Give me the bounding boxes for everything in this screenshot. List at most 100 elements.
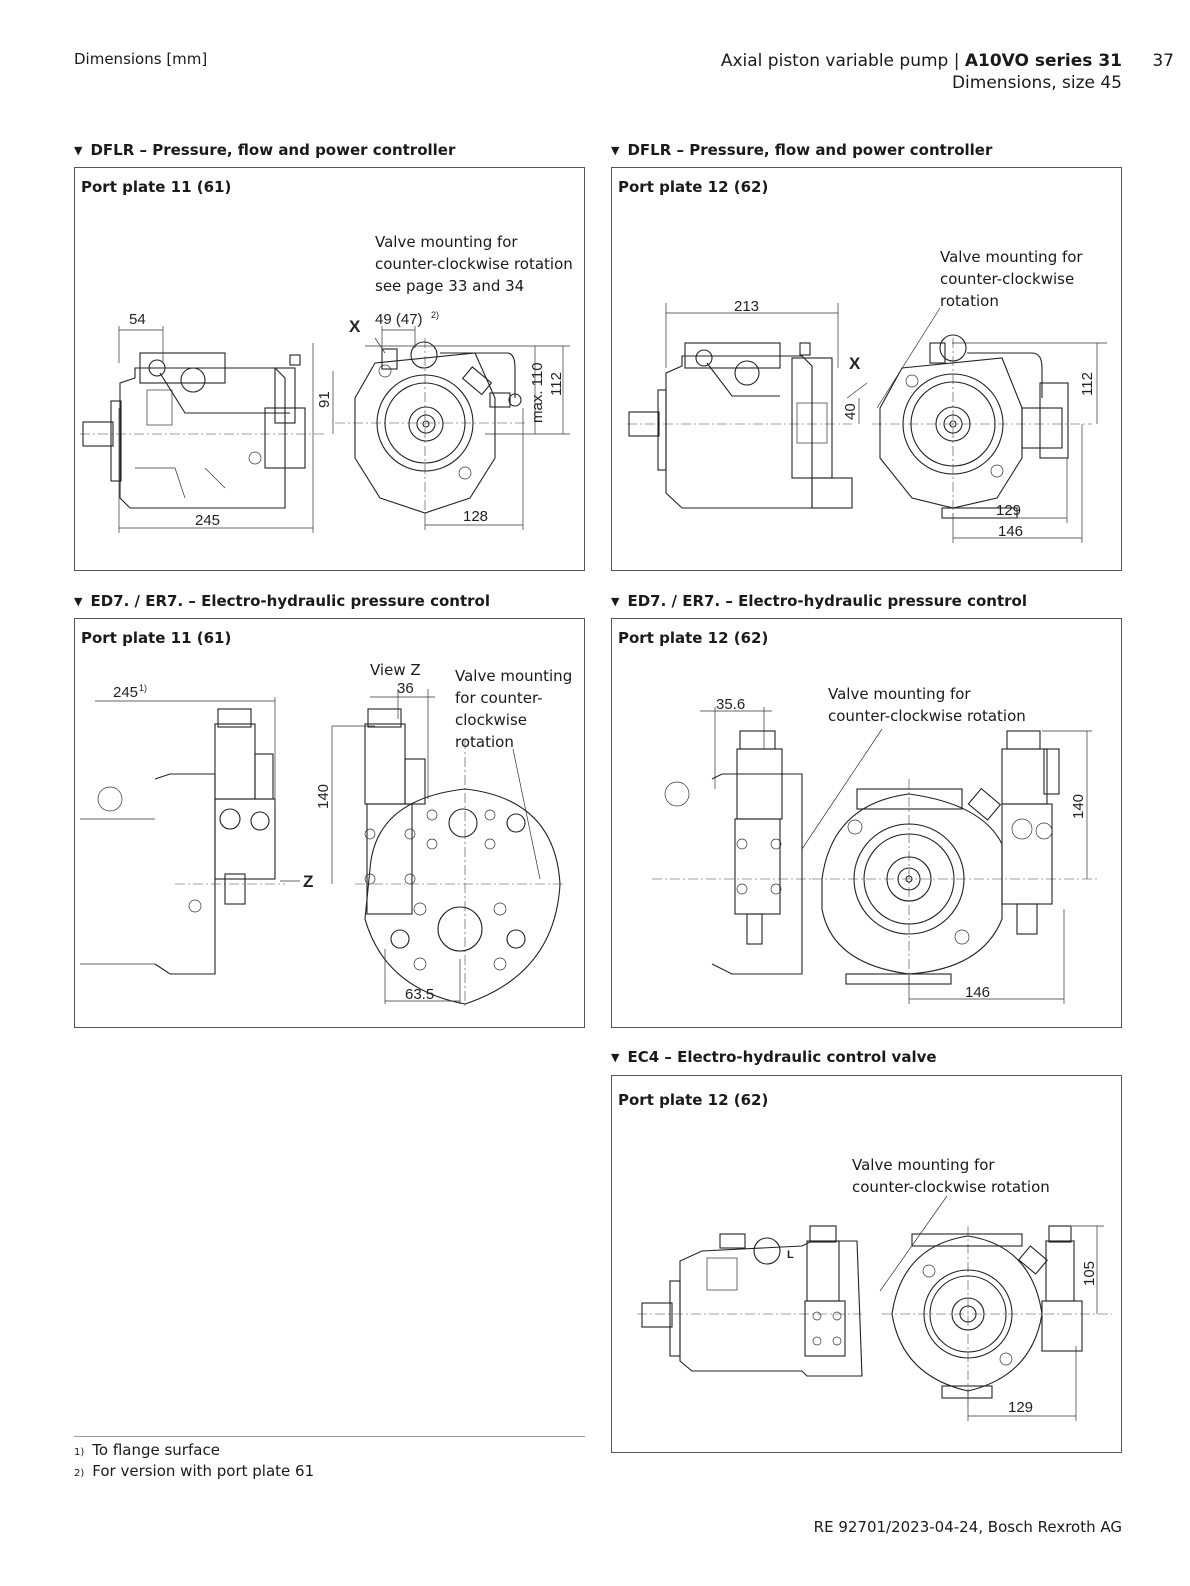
dim-129: 129 bbox=[1008, 1399, 1033, 1416]
dim-140: 140 bbox=[1070, 794, 1087, 819]
section-title-dflr-pp11: ▼ DFLR – Pressure, flow and power control… bbox=[74, 141, 455, 159]
note-line: for counter- bbox=[455, 689, 543, 707]
footnote-marker: 2) bbox=[74, 1468, 85, 1479]
dim-146: 146 bbox=[965, 984, 990, 1001]
section-title-ed7-pp11: ▼ED7. / ER7. – Electro-hydraulic pressur… bbox=[74, 592, 490, 610]
footnote-marker: 1) bbox=[74, 1447, 85, 1458]
valve-mounting-note: Valve mounting for counter-clockwise rot… bbox=[828, 683, 1026, 727]
section-title-dflr-pp12: ▼ DFLR – Pressure, flow and power control… bbox=[611, 141, 992, 159]
pump-side-view bbox=[80, 708, 285, 975]
valve-mounting-note: Valve mounting for counter-clockwise rot… bbox=[852, 1154, 1050, 1198]
header-section-label: Dimensions [mm] bbox=[74, 50, 208, 68]
footnote-1: 1) To flange surface bbox=[74, 1441, 220, 1459]
triangle-bullet-icon: ▼ bbox=[611, 595, 620, 608]
dim-54: 54 bbox=[129, 311, 146, 328]
pump-front-view bbox=[812, 730, 1097, 985]
note-line: Valve mounting for bbox=[375, 233, 518, 251]
pump-drawing-ed7-pp12: 35.6 140 146 bbox=[652, 696, 1097, 1004]
port-plate-label: Port plate 12 (62) bbox=[618, 1091, 769, 1109]
port-plate-label: Port plate 11 (61) bbox=[81, 178, 232, 196]
pump-front-view bbox=[355, 708, 565, 1009]
dim-128: 128 bbox=[463, 508, 488, 525]
pump-side-view: L bbox=[637, 1225, 863, 1377]
dim-91: 91 bbox=[316, 391, 333, 408]
valve-mounting-note: Valve mounting for counter- clockwise ro… bbox=[455, 665, 572, 753]
note-line: counter-clockwise rotation bbox=[852, 1178, 1050, 1196]
dim-112: 112 bbox=[1079, 372, 1096, 396]
pump-front-view bbox=[872, 334, 1092, 519]
triangle-bullet-icon: ▼ bbox=[74, 144, 83, 157]
dim-49-47: 49 (47) bbox=[375, 311, 423, 328]
section-title-text: DFLR – Pressure, flow and power controll… bbox=[627, 141, 993, 159]
header-title-block: Axial piston variable pump | A10VO serie… bbox=[720, 50, 1174, 94]
pump-drawing-ec4-pp12: L bbox=[637, 1195, 1112, 1421]
port-plate-label: Port plate 12 (62) bbox=[618, 178, 769, 196]
triangle-bullet-icon: ▼ bbox=[611, 144, 620, 157]
drawing-box-ed7-pp11: Port plate 11 (61) View Z Valve mounting… bbox=[74, 618, 585, 1028]
pump-side-view bbox=[80, 352, 325, 509]
footnote-text: To flange surface bbox=[92, 1441, 220, 1459]
dimension-lines bbox=[879, 1195, 1104, 1421]
pump-drawing-ed7-pp11: 245 1) 36 140 63.5 Z bbox=[80, 680, 565, 1009]
port-x-label: X bbox=[349, 317, 361, 336]
dim-245: 245 bbox=[195, 512, 220, 529]
header-subtitle: Dimensions, size 45 bbox=[951, 73, 1122, 93]
section-title-text: DFLR – Pressure, flow and power controll… bbox=[90, 141, 456, 159]
section-title-ed7-pp12: ▼ ED7. / ER7. – Electro-hydraulic pressur… bbox=[611, 592, 1027, 610]
dimension-lines bbox=[95, 689, 541, 1004]
dim-213: 213 bbox=[734, 298, 759, 315]
dim-140: 140 bbox=[315, 784, 332, 809]
valve-mounting-note: Valve mounting for counter-clockwise rot… bbox=[375, 231, 573, 297]
drawing-box-ed7-pp12: Port plate 12 (62) Valve mounting for co… bbox=[611, 618, 1122, 1028]
note-line: see page 33 and 34 bbox=[375, 277, 525, 295]
note-line: Valve mounting for bbox=[828, 685, 971, 703]
dim-40: 40 bbox=[842, 403, 859, 420]
pump-side-view bbox=[627, 342, 853, 509]
footnote-text: For version with port plate 61 bbox=[92, 1462, 315, 1480]
page-number: 37 bbox=[1152, 51, 1174, 71]
pump-side-view bbox=[652, 730, 812, 975]
dimension-lines bbox=[700, 707, 1092, 1004]
triangle-bullet-icon: ▼ bbox=[611, 1051, 620, 1064]
header-product-name: A10VO series 31 bbox=[964, 51, 1122, 71]
valve-mounting-note: Valve mounting for counter-clockwise rot… bbox=[940, 246, 1083, 312]
dimension-lines bbox=[118, 326, 570, 533]
port-plate-label: Port plate 12 (62) bbox=[618, 629, 769, 647]
port-x-label: X bbox=[849, 354, 861, 373]
dim-129: 129 bbox=[996, 502, 1021, 519]
note-line: counter-clockwise rotation bbox=[828, 707, 1026, 725]
triangle-bullet-icon: ▼ bbox=[74, 595, 83, 608]
dimension-lines bbox=[665, 303, 1107, 543]
pump-front-view bbox=[335, 338, 525, 514]
dim-105: 105 bbox=[1081, 1261, 1098, 1286]
drawing-box-dflr-pp12: Port plate 12 (62) Valve mounting for co… bbox=[611, 167, 1122, 571]
note-line: Valve mounting for bbox=[852, 1156, 995, 1174]
dim-footnote-ref: 1) bbox=[139, 683, 147, 693]
section-title-text: ED7. / ER7. – Electro-hydraulic pressure… bbox=[627, 592, 1027, 610]
dim-112: 112 bbox=[548, 372, 565, 396]
note-line: rotation bbox=[455, 733, 514, 751]
note-line: counter-clockwise rotation bbox=[375, 255, 573, 273]
view-z-label: View Z bbox=[370, 661, 421, 679]
pump-drawing-dflr-pp12: 213 X 40 112 129 146 bbox=[627, 298, 1107, 543]
footnote-2: 2) For version with port plate 61 bbox=[74, 1462, 314, 1480]
section-title-ec4-pp12: ▼ EC4 – Electro-hydraulic control valve bbox=[611, 1048, 937, 1066]
note-line: clockwise bbox=[455, 711, 528, 729]
pump-drawing-dflr-pp11: 54 X 49 (47) 2) 245 128 91 max. 110 112 bbox=[80, 310, 570, 533]
dim-max-110: max. 110 bbox=[529, 362, 546, 423]
port-plate-label: Port plate 11 (61) bbox=[81, 629, 232, 647]
section-title-text: EC4 – Electro-hydraulic control valve bbox=[627, 1048, 937, 1066]
port-l-label: L bbox=[787, 1249, 794, 1261]
dim-35-6: 35.6 bbox=[716, 696, 745, 713]
dim-146: 146 bbox=[998, 523, 1023, 540]
dim-63-5: 63.5 bbox=[405, 986, 434, 1003]
footnote-divider bbox=[74, 1436, 585, 1437]
header-title-prefix: Axial piston variable pump | bbox=[720, 51, 965, 71]
dim-245: 245 bbox=[113, 684, 138, 701]
drawing-box-ec4-pp12: Port plate 12 (62) Valve mounting for co… bbox=[611, 1075, 1122, 1453]
note-line: rotation bbox=[940, 292, 999, 310]
document-footer: RE 92701/2023-04-24, Bosch Rexroth AG bbox=[813, 1518, 1122, 1536]
dim-36: 36 bbox=[397, 680, 414, 697]
drawing-box-dflr-pp11: Port plate 11 (61) Valve mounting for co… bbox=[74, 167, 585, 571]
note-line: Valve mounting for bbox=[940, 248, 1083, 266]
